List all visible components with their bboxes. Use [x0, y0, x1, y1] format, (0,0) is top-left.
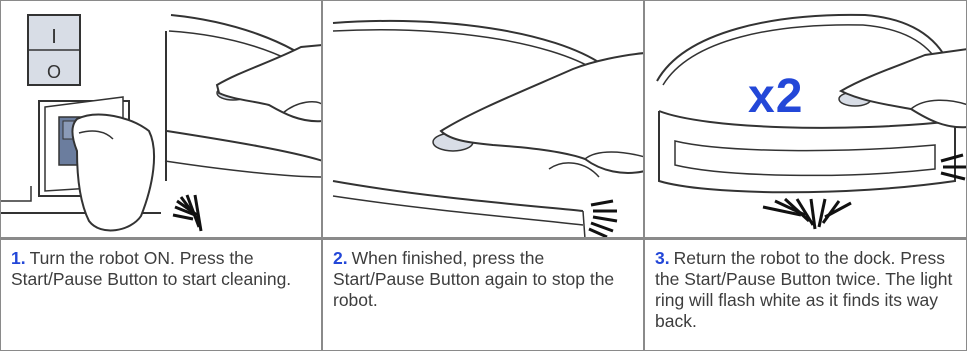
step-2-illustration [322, 0, 644, 238]
robot-power-switch-illustration: I O [1, 1, 322, 238]
step-1-illustration: I O [0, 0, 322, 238]
step-2-caption: 2.When finished, press the Start/Pause B… [322, 238, 644, 351]
step-2-number: 2. [333, 248, 348, 268]
step-1-number: 1. [11, 248, 26, 268]
step-3-caption: 3.Return the robot to the dock. Press th… [644, 238, 967, 351]
switch-on-label: I [51, 26, 57, 48]
step-3-number: 3. [655, 248, 670, 268]
robot-press-button-illustration [323, 1, 644, 238]
step-3-text: Return the robot to the dock. Press the … [655, 248, 952, 331]
step-1-text: Turn the robot ON. Press the Start/Pause… [11, 248, 291, 289]
robot-double-press-illustration [645, 1, 967, 238]
switch-off-label: O [47, 62, 61, 82]
step-1-caption: 1.Turn the robot ON. Press the Start/Pau… [0, 238, 322, 351]
press-twice-indicator: x2 [748, 69, 803, 124]
step-2-text: When finished, press the Start/Pause But… [333, 248, 614, 310]
step-3-illustration: x2 [644, 0, 967, 238]
